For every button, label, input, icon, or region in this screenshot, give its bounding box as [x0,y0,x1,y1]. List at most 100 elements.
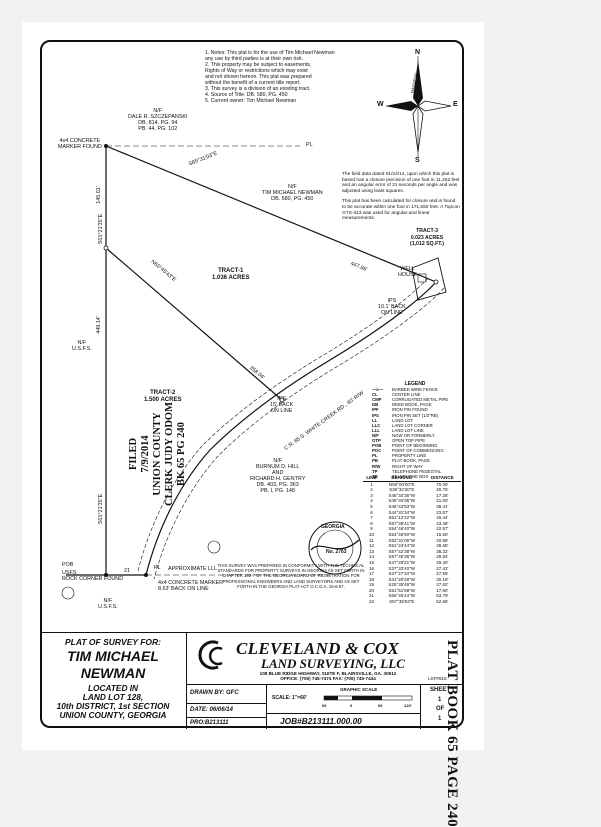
sheet-label: SHEET [430,687,451,693]
note-line: 1. Notes: This plat is for the use of Ti… [205,50,335,56]
plat-linework [61,144,447,600]
job-number: JOB#B213111.000.00 [280,716,362,726]
seal-number: No. 2763 [326,549,347,555]
line-distance: 43.48' [436,520,449,526]
line-bearing: S57°45'35"W [388,554,416,560]
line-distance: 38.68' [436,543,449,549]
note-line: 4. Source of Title: DB. 580, PG. 450 [205,92,288,98]
table-row: 18 S31°20'28"W 30.19' [363,577,461,583]
graphic-scale-title: GRAPHIC SCALE [340,687,378,692]
line-number: 16 [368,565,374,571]
approx-lll: APPROXIMATE LLL [168,566,218,572]
note-line: 3. This survey is a division of an exist… [205,86,311,92]
line-distance: 52.68' [436,599,449,605]
line-bearing: S31°20'28"W [388,576,416,582]
line-distance: 21.00' [436,498,449,504]
line-distance: 38.41' [436,503,449,509]
drawn-by: DRAWN BY: GFC [190,690,239,696]
firm-name: CLEVELAND & COX [236,639,400,658]
line-bearing: S51°51'58"W [388,587,416,593]
note-line: 2. This property may be subject to easem… [205,62,312,68]
grid-line [186,717,266,718]
compass-n: N [415,49,421,56]
grid-line [186,703,266,704]
general-notes: 1. Notes: This plat is for the use of Ti… [205,50,435,104]
note-line: Rights of Way or restrictions which may … [205,68,308,74]
client-name-2: NEWMAN [80,665,146,681]
line-bearing: S57°36'41"W [388,520,416,526]
grid-line [420,684,421,729]
line-bearing: S44°31'34"W [388,509,416,515]
sheet-total: 1 [438,716,442,722]
line-bearing: S57°35'53"E [389,599,415,605]
line-distance: 27.59' [436,571,449,577]
west-distance-top: 145.01' [95,186,102,204]
line-number: 6 [370,509,373,515]
line-distance: 17.28' [436,492,449,498]
line-distance: 29.40' [436,559,449,565]
legend-row: —x—BARBED WIRE FENCE [372,387,438,393]
west-distance-mid: 449.14' [95,316,102,334]
line-number: 18 [368,576,374,582]
line-distance: 30.19' [436,576,449,582]
grid-line [266,713,420,714]
firm-subtitle: LAND SURVEYING, LLC [261,656,405,671]
graphic-scale-bar [323,695,413,701]
line-bearing: S36°32'20"E [389,487,415,493]
line-number: 19 [368,582,374,588]
line-distance: 23.57' [436,509,449,515]
line-distance: 27.62' [436,582,449,588]
legend-title: LEGEND [404,381,426,387]
line-bearing: S54°46'40"W [388,526,416,532]
scale-text: SCALE: 1"=60' [272,695,307,701]
distance-bottom: 21 [124,568,130,574]
line-distance: 20.75' [436,487,449,493]
line-bearing: S51°24'44"W [388,543,416,549]
line-number: 15 [368,559,374,565]
client-name-1: TIM MICHAEL [67,648,159,664]
line-distance: 40.44' [436,515,449,521]
line-number: 1 [370,481,373,487]
line-distance: 40.98' [436,537,449,543]
line-bearing: S54°46'50"W [388,531,416,537]
line-bearing: N50°00'00"E [389,481,415,487]
line-number: 21 [368,593,374,599]
scale-tick: 60 [378,703,383,708]
line-distance: 38.32' [436,548,449,554]
compass-s: S [415,157,420,164]
line-number: 22 [368,599,374,605]
lsf-number: LSF#815 [428,676,447,681]
line-bearing: S45°34'35"W [388,492,416,498]
calc-text: This plat has been calculated for closur… [342,199,460,222]
line-bearing: S46°43'53"W [388,503,416,509]
client-block: PLAT OF SURVEY FOR: TIM MICHAEL NEWMAN L… [40,633,187,729]
sheet-number: 1 [438,697,442,703]
pob-label: POB [62,562,74,568]
